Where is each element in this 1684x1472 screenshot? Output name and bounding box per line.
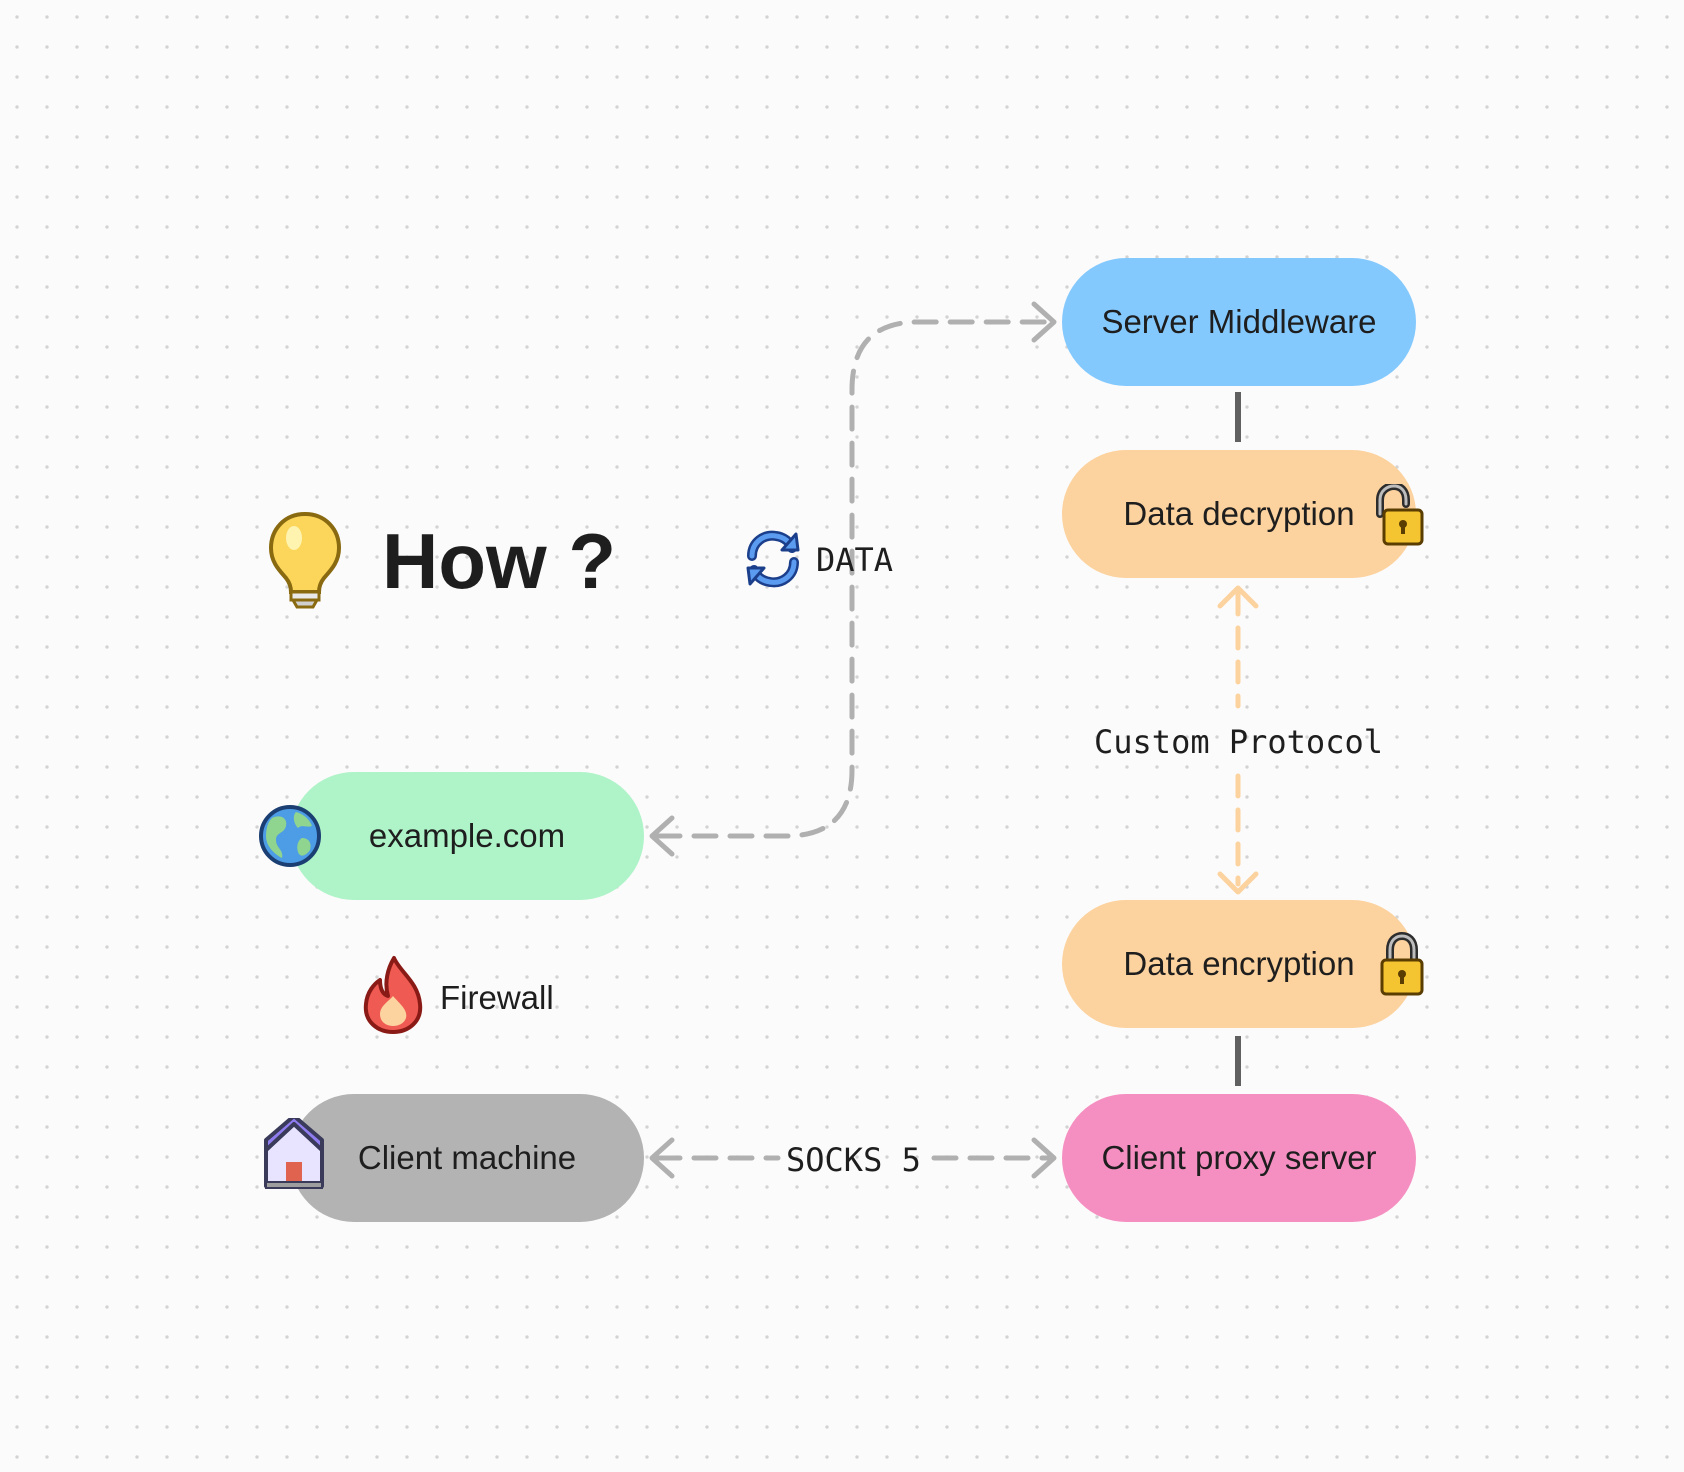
unlocked-padlock-icon [1372,481,1424,548]
data-connector [655,319,1053,839]
socks-arrowhead-left [649,1137,675,1179]
data-decryption-node[interactable]: Data decryption [1062,450,1416,578]
example-com-label: example.com [368,817,566,854]
client-machine-node[interactable]: Client machine [290,1094,644,1222]
example-com-node[interactable]: example.com [290,772,644,900]
data-encryption-label: Data encryption [1123,945,1355,982]
data-decryption-label: Data decryption [1123,495,1355,532]
client-proxy-server-node[interactable]: Client proxy server [1062,1094,1416,1222]
lightbulb-icon [266,510,344,610]
protocol-arrowhead-up [1217,585,1259,609]
refresh-arrows-icon [742,528,804,590]
page-title: How ? [382,517,616,605]
server-middleware-label: Server Middleware [1101,303,1377,340]
socks-arrowhead-right [1031,1137,1057,1179]
socks5-label: SOCKS 5 [786,1141,921,1179]
house-icon [262,1114,326,1192]
data-arrowhead-left [649,815,675,857]
locked-padlock-icon [1378,931,1426,998]
custom-protocol-label: Custom Protocol [1094,723,1383,761]
server-middleware-node[interactable]: Server Middleware [1062,258,1416,386]
fire-icon [360,954,426,1036]
firewall-label: Firewall [440,979,554,1016]
protocol-arrowhead-down [1217,871,1259,895]
data-encryption-node[interactable]: Data encryption [1062,900,1416,1028]
data-arrowhead-right [1031,301,1057,343]
globe-icon [258,804,322,868]
data-label: DATA [816,541,894,579]
client-machine-label: Client machine [357,1139,577,1176]
client-proxy-server-label: Client proxy server [1101,1139,1377,1176]
